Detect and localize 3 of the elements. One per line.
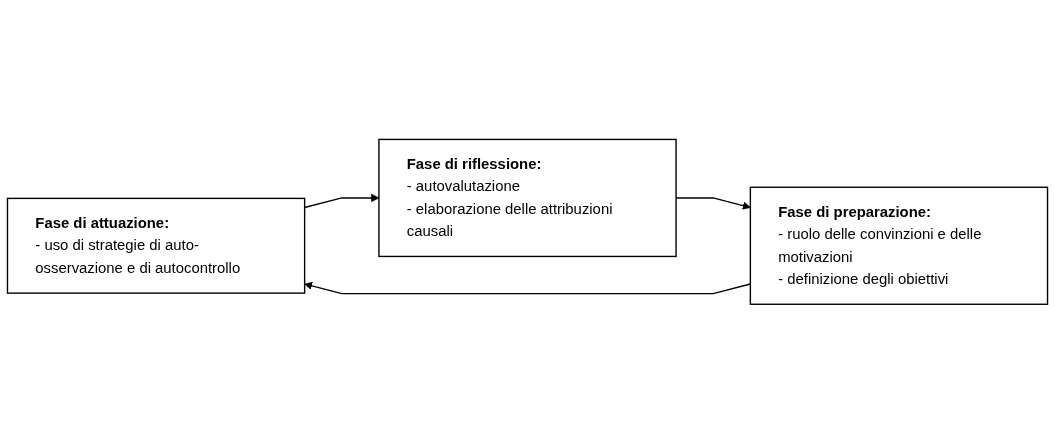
node-box: Fase di attuazione: - uso di strategie di auto-osservazione e di autocontrollo: [6, 197, 306, 294]
node-box: Fase di preparazione: - ruolo delle convinzioni e delle motivazioni - definizione degli obiettivi: [749, 186, 1049, 305]
node-box: Fase di riflessione: - autovalutazione - elaborazione delle attribuzioni causali: [378, 138, 677, 257]
